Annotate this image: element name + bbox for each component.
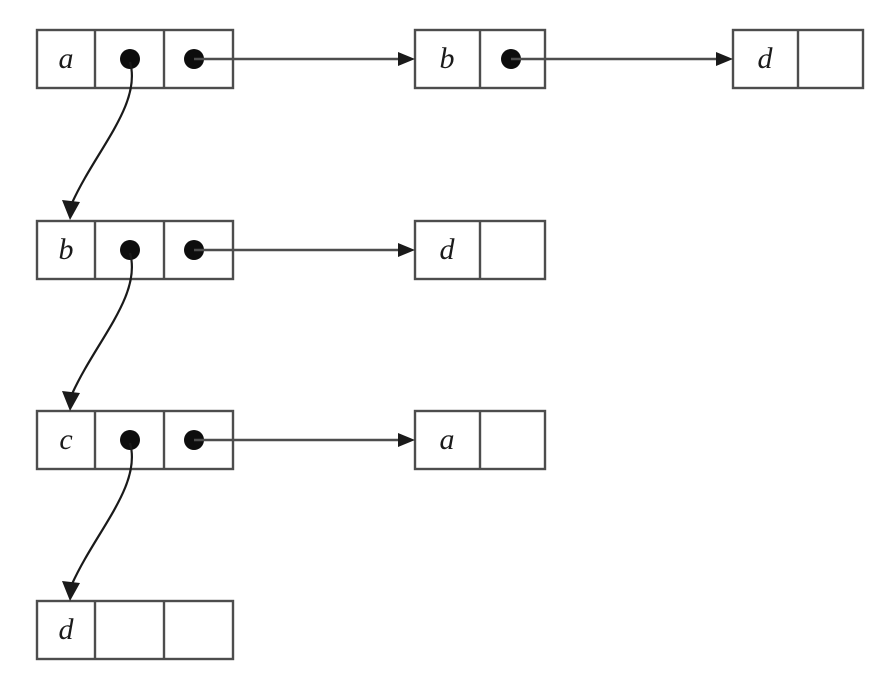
edge-r2n1-to-r3n1	[62, 252, 133, 411]
pointer-dot-icon	[120, 240, 140, 260]
arrow-head-icon	[716, 52, 733, 66]
edge-curve	[70, 442, 133, 585]
node-key-label: b	[440, 42, 455, 75]
row-1: a b d	[35, 28, 865, 90]
node-key-label: d	[758, 42, 774, 75]
arrow-head-icon	[62, 581, 80, 601]
row-2: b d	[35, 219, 547, 281]
node-box	[35, 599, 235, 661]
edge-r1n2-to-r1n3	[511, 52, 733, 66]
node-key-label: d	[440, 233, 456, 266]
row-3: c a	[35, 409, 547, 471]
row4-node1[interactable]: d	[35, 599, 235, 661]
arrow-head-icon	[62, 200, 80, 220]
node-key-label: b	[59, 233, 74, 266]
pointer-dot-icon	[120, 430, 140, 450]
edge-r1n1-to-r2n1	[62, 61, 133, 220]
row-4: d	[35, 599, 235, 661]
node-key-label: a	[59, 42, 74, 75]
arrow-head-icon	[398, 243, 415, 257]
row3-node2[interactable]: a	[413, 409, 547, 471]
row2-node1[interactable]: b	[35, 219, 235, 281]
arrow-head-icon	[62, 391, 80, 411]
pointer-dot-icon	[120, 49, 140, 69]
edge-curve	[70, 252, 133, 395]
edge-r3n1-to-r4n1	[62, 442, 133, 601]
row2-node2[interactable]: d	[413, 219, 547, 281]
arrow-head-icon	[398, 52, 415, 66]
node-key-label: a	[440, 423, 455, 456]
edge-r2n1-to-r2n2	[194, 243, 415, 257]
edge-r1n1-to-r1n2	[194, 52, 415, 66]
row1-node3[interactable]: d	[731, 28, 865, 90]
node-key-label: c	[59, 423, 72, 456]
arrow-head-icon	[398, 433, 415, 447]
edge-r3n1-to-r3n2	[194, 433, 415, 447]
node-key-label: d	[59, 613, 75, 646]
edge-curve	[70, 61, 133, 204]
